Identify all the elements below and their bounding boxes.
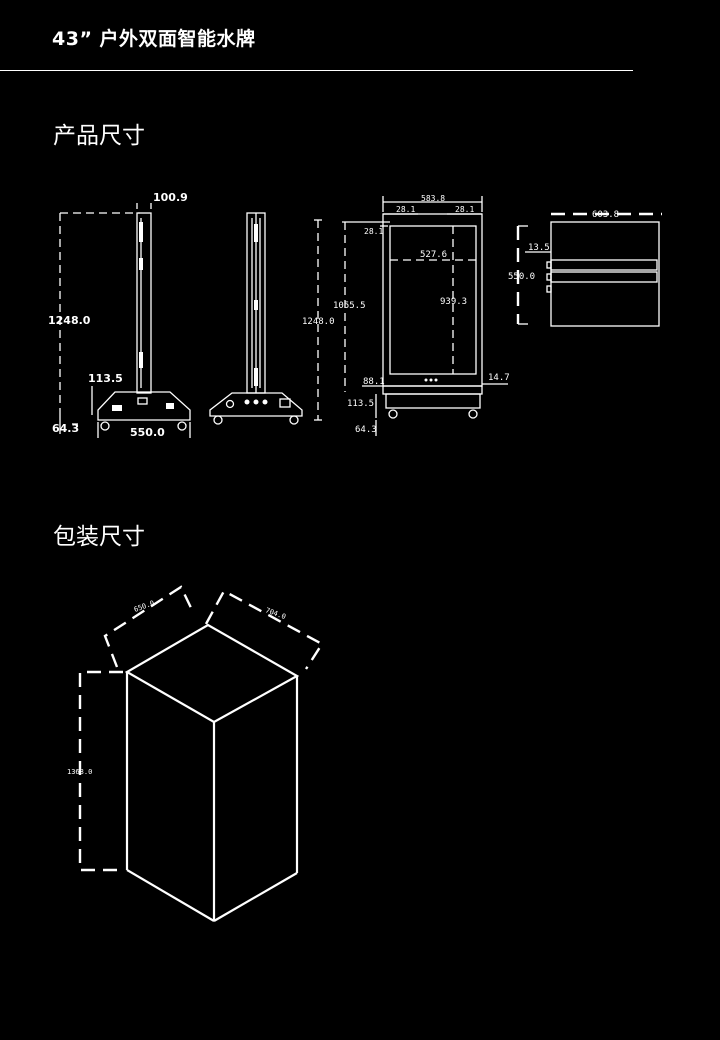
package-dimensions-heading: 包装尺寸: [53, 524, 145, 550]
top-offset-dimension: 13.5: [528, 243, 550, 253]
page-title: 43” 户外双面智能水牌: [52, 28, 256, 50]
side-view-left: 100.9 1248.0 113.5 64.3 550.0: [48, 191, 191, 439]
side-base-height-dimension: 113.5: [88, 372, 123, 385]
side-foot-dimension: 64.3: [52, 422, 79, 435]
front-border-top-dimension: 28.1: [364, 227, 383, 236]
front-border-left-dimension: 28.1: [396, 205, 415, 214]
header-divider: [0, 70, 633, 71]
top-view: 603.8 13.5 550.0: [508, 210, 662, 327]
side-width-dimension: 100.9: [153, 191, 188, 204]
side-height-dimension: 1248.0: [48, 314, 91, 327]
front-base-height-dimension: 113.5: [347, 399, 374, 409]
product-dimensions-heading: 产品尺寸: [53, 123, 145, 149]
side-view-right: [209, 212, 303, 425]
front-border-right-dimension: 28.1: [455, 205, 474, 214]
front-bottom-left-dimension: 88.1: [363, 377, 385, 387]
package-height-dimension: 1368.0: [67, 768, 92, 776]
side-base-width-dimension: 550.0: [130, 426, 165, 439]
front-screen-height-dimension: 939.3: [440, 297, 467, 307]
top-depth-dimension: 550.0: [508, 272, 535, 282]
front-foot-dimension: 64.3: [355, 425, 377, 435]
front-screen-width-dimension: 527.6: [420, 250, 447, 260]
package-box: 650.0 704.0 1368.0: [67, 585, 324, 922]
front-overall-width-dimension: 583.8: [421, 194, 445, 203]
front-view: 583.8 28.1 28.1 28.1 527.6 939.3 1055.5 …: [302, 194, 510, 436]
top-width-dimension: 603.8: [592, 210, 619, 220]
front-base-right-dimension: 14.7: [488, 373, 510, 383]
front-total-height-dimension: 1248.0: [302, 317, 335, 327]
front-inner-height-dimension: 1055.5: [333, 301, 366, 311]
